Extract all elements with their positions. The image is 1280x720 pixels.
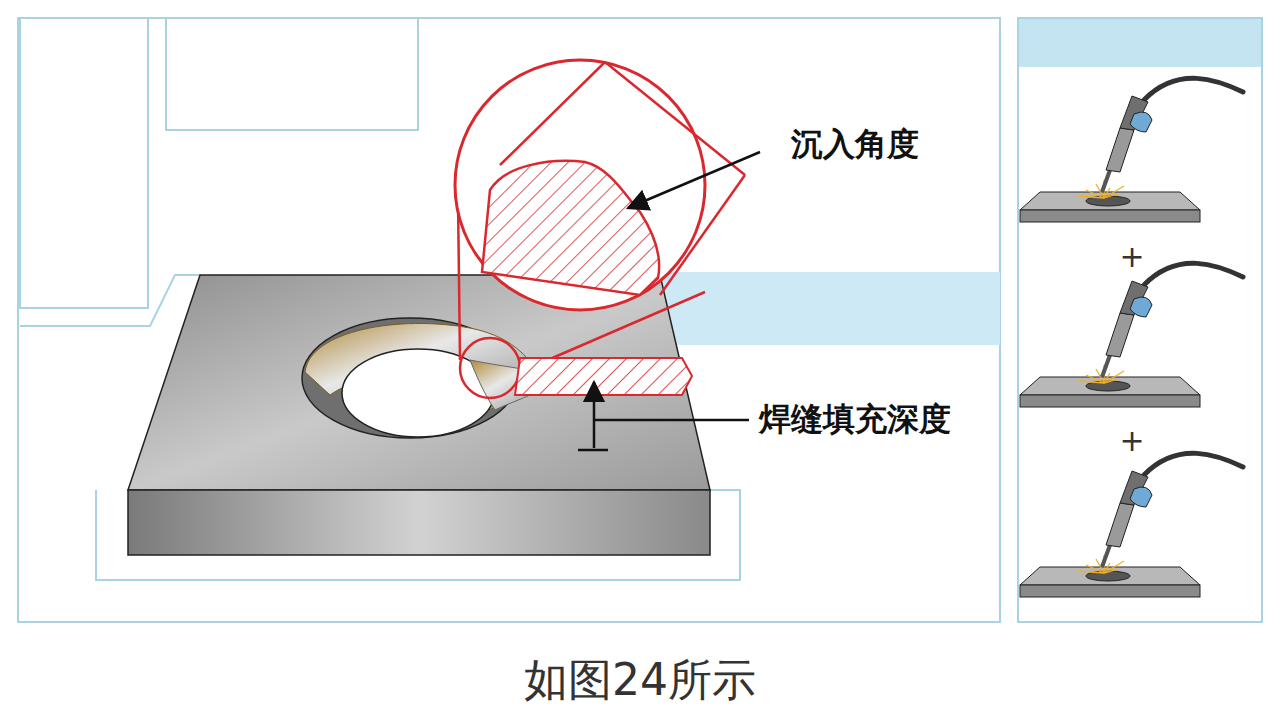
welding-gun	[1020, 453, 1243, 597]
callout-label: 沉入角度	[787, 123, 923, 167]
plus-sign: +	[1119, 239, 1144, 274]
welding-gun	[1020, 78, 1243, 222]
caption: 如图24所示	[524, 651, 756, 710]
plus-sign: +	[1119, 423, 1144, 458]
welding-gun	[1020, 263, 1243, 407]
callout-label: 焊缝填充深度	[755, 398, 955, 442]
